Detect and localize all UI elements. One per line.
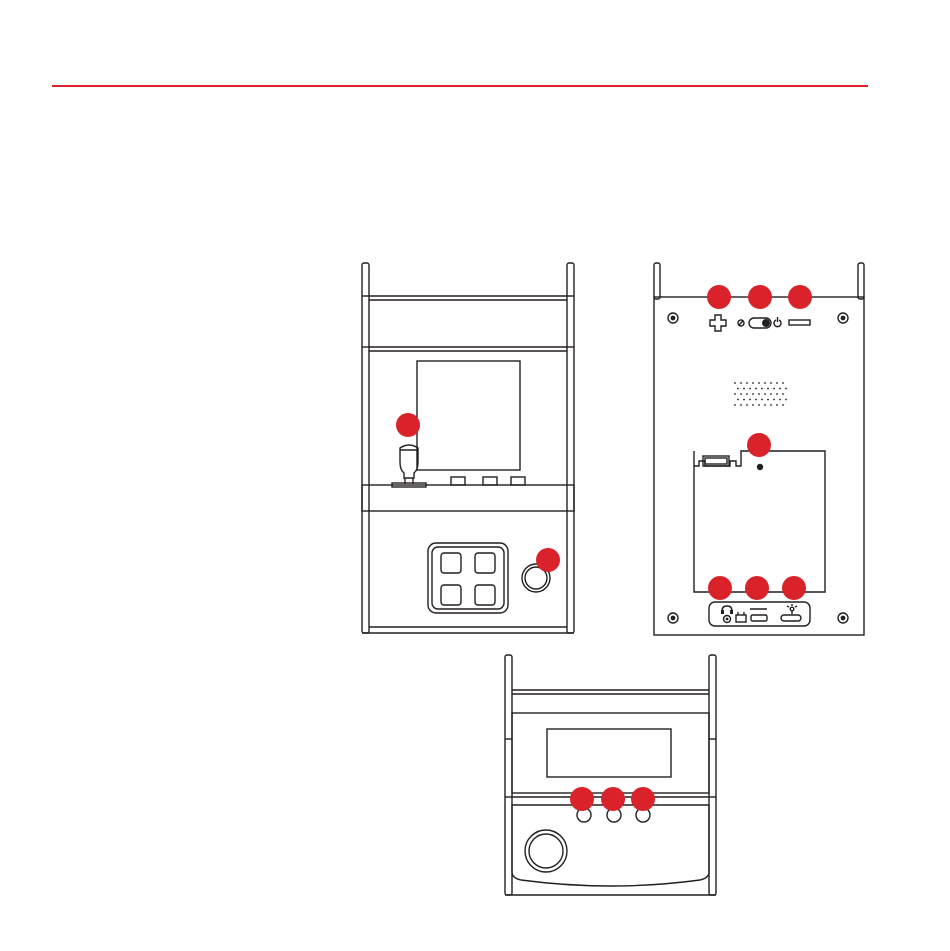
grille-hole	[782, 404, 784, 406]
grille-hole	[767, 399, 769, 401]
port-panel	[709, 602, 810, 626]
grille-hole	[743, 399, 745, 401]
corner-screw	[668, 313, 678, 323]
pad-button[interactable]	[441, 553, 461, 573]
grille-hole	[752, 404, 754, 406]
grille-hole	[740, 393, 742, 395]
grille-hole	[746, 393, 748, 395]
headphone-jack-callout	[708, 576, 732, 600]
grille-hole	[764, 404, 766, 406]
joystick-callout	[396, 413, 420, 437]
front-cabinet	[362, 263, 574, 633]
grille-hole	[776, 382, 778, 384]
top-view	[505, 655, 716, 895]
grille-hole	[743, 388, 745, 390]
front-small-button[interactable]	[451, 477, 465, 485]
grille-hole	[734, 404, 736, 406]
front-small-button[interactable]	[483, 477, 497, 485]
corner-screw	[668, 613, 678, 623]
grille-hole	[767, 388, 769, 390]
usb-c-port[interactable]	[781, 615, 801, 621]
grille-hole	[734, 382, 736, 384]
grille-hole	[761, 399, 763, 401]
grille-hole	[761, 388, 763, 390]
grille-hole	[782, 382, 784, 384]
grille-hole	[779, 388, 781, 390]
grille-hole	[773, 388, 775, 390]
front-screen	[417, 361, 520, 470]
grille-hole	[785, 399, 787, 401]
pad-button[interactable]	[475, 553, 495, 573]
grille-hole	[764, 382, 766, 384]
minus-icon[interactable]	[789, 320, 810, 325]
power-switch-callout	[748, 285, 772, 309]
grille-hole	[770, 393, 772, 395]
grille-hole	[758, 393, 760, 395]
grille-hole	[740, 404, 742, 406]
top-round-button[interactable]	[525, 830, 567, 872]
grille-hole	[758, 382, 760, 384]
grille-hole	[746, 404, 748, 406]
grille-hole	[752, 393, 754, 395]
grille-hole	[749, 388, 751, 390]
grille-hole	[776, 404, 778, 406]
top-button-3-callout	[631, 787, 655, 811]
grille-hole	[770, 404, 772, 406]
battery-cover[interactable]	[694, 451, 825, 592]
grille-hole	[785, 388, 787, 390]
grille-hole	[737, 388, 739, 390]
top-button-2-callout	[601, 787, 625, 811]
plus-icon[interactable]	[710, 315, 726, 331]
joystick[interactable]	[392, 445, 426, 487]
grille-hole	[776, 393, 778, 395]
usb-icon	[736, 615, 746, 622]
pad-button[interactable]	[475, 585, 495, 605]
light-icon	[787, 604, 797, 614]
power-switch[interactable]	[738, 317, 781, 328]
grille-hole	[773, 399, 775, 401]
grille-hole	[755, 388, 757, 390]
grille-hole	[782, 393, 784, 395]
corner-screw	[838, 313, 848, 323]
grille-hole	[749, 399, 751, 401]
grille-hole	[740, 382, 742, 384]
button-pad	[428, 543, 508, 613]
grille-hole	[779, 399, 781, 401]
grille-hole	[737, 399, 739, 401]
grille-hole	[734, 393, 736, 395]
volume-up-callout	[707, 285, 731, 309]
front-small-button[interactable]	[511, 477, 525, 485]
battery-cover-callout	[747, 433, 771, 457]
top-button-1-callout	[570, 787, 594, 811]
front-view	[362, 263, 574, 633]
grille-hole	[755, 399, 757, 401]
corner-screw	[838, 613, 848, 623]
grille-hole	[770, 382, 772, 384]
grille-hole	[752, 382, 754, 384]
top-screen	[547, 729, 671, 777]
usb-c-light-callout	[782, 576, 806, 600]
usb-port-callout	[745, 576, 769, 600]
grille-hole	[746, 382, 748, 384]
usb-port[interactable]	[751, 615, 767, 621]
front-round-button-callout	[536, 548, 560, 572]
grille-hole	[758, 404, 760, 406]
volume-down-callout	[788, 285, 812, 309]
top-cabinet	[505, 655, 716, 895]
pad-button[interactable]	[441, 585, 461, 605]
speaker-grille	[734, 382, 787, 406]
callouts	[396, 285, 812, 811]
grille-hole	[764, 393, 766, 395]
